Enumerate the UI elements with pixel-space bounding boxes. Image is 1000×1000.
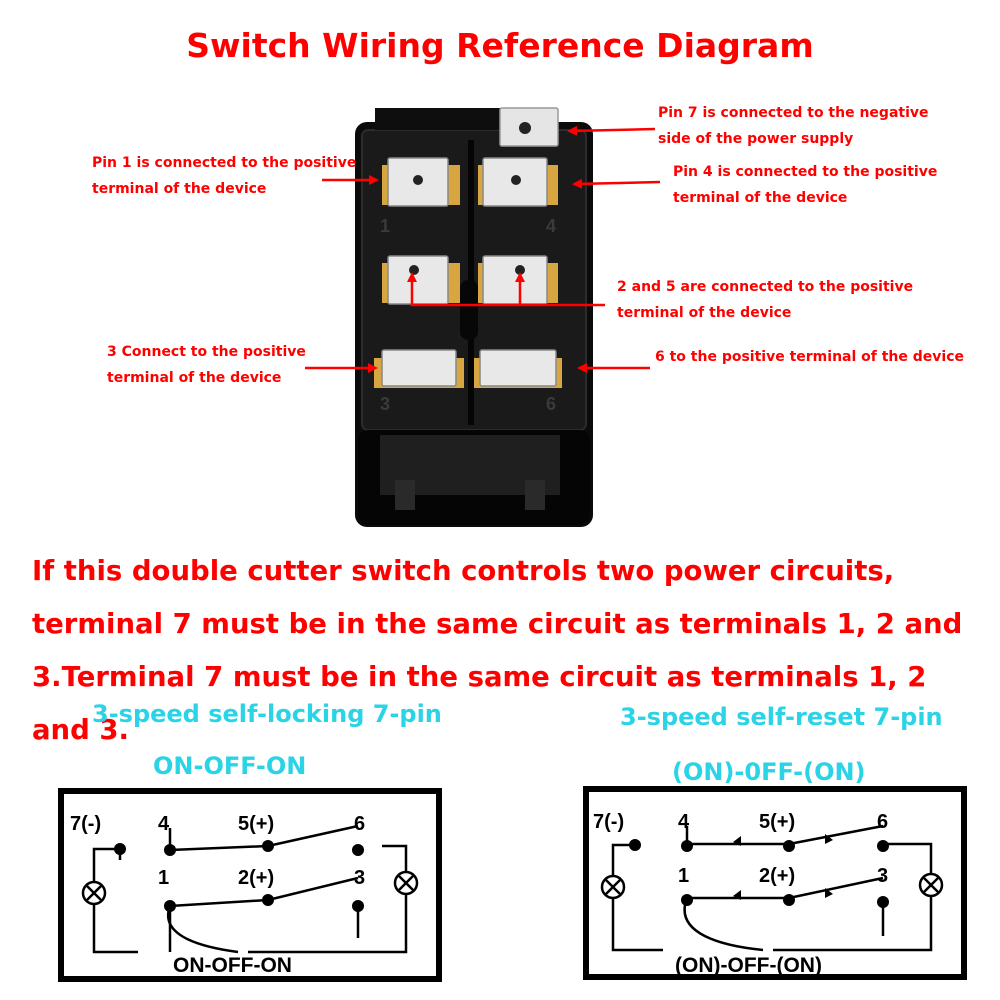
label-pin7: 7(-) [593, 811, 624, 833]
annotation-pin1: Pin 1 is connected to the positive termi… [92, 150, 356, 202]
label-pin6: 6 [354, 813, 365, 835]
molded-pin-number: 6 [546, 394, 556, 414]
label-pin4: 4 [678, 811, 690, 833]
annotation-pin4: Pin 4 is connected to the positive termi… [673, 159, 937, 211]
annotation-pin6: 6 to the positive terminal of the device [655, 349, 964, 365]
annotation-line: terminal of the device [107, 370, 282, 386]
rocker-switch-photo: 1 4 3 6 [355, 107, 593, 527]
label-pin2: 2(+) [759, 865, 795, 887]
annotation-line: 2 and 5 are connected to the positive [617, 279, 914, 295]
schematic-footer: ON-OFF-ON [173, 954, 292, 977]
wiring-note: If this double cutter switch controls tw… [32, 555, 963, 746]
label-pin3: 3 [354, 867, 365, 889]
label-pin4: 4 [158, 813, 170, 835]
molded-pin-number: 3 [380, 394, 390, 414]
annotation-line: Pin 1 is connected to the positive [92, 155, 357, 171]
right-diagram-heading: 3-speed self-reset 7-pin [620, 703, 943, 731]
annotation-arrows [305, 125, 661, 373]
label-pin2: 2(+) [238, 867, 274, 889]
annotation-pin7: Pin 7 is connected to the negative side … [658, 100, 929, 152]
annotation-line: Pin 4 is connected to the positive [673, 164, 938, 180]
terminal-6 [474, 349, 562, 388]
annotation-line: terminal of the device [92, 181, 267, 197]
annotation-line: terminal of the device [673, 190, 848, 206]
arrow-pin7 [567, 125, 656, 136]
label-pin5: 5(+) [759, 811, 795, 833]
schematic-footer: (ON)-OFF-(ON) [675, 954, 822, 977]
terminal-7 [499, 107, 559, 147]
diagram-title: Switch Wiring Reference Diagram [186, 26, 814, 65]
label-pin7: 7(-) [70, 813, 101, 835]
left-diagram-mode: ON-OFF-ON [153, 752, 307, 780]
molded-pin-number: 1 [380, 216, 390, 236]
right-schematic: 7(-) 4 5(+) 6 1 2(+) 3 (ON)-OFF-(ON) [583, 786, 967, 980]
terminal-4 [478, 157, 558, 207]
left-schematic: 7(-) 4 5(+) 6 1 2(+) 3 ON-OFF-ON [58, 788, 442, 982]
terminal-3 [374, 349, 464, 388]
right-diagram-mode: (ON)-0FF-(ON) [672, 758, 866, 786]
left-diagram-heading: 3-speed self-locking 7-pin [92, 700, 442, 728]
label-pin1: 1 [158, 867, 169, 889]
label-pin3: 3 [877, 865, 888, 887]
annotation-pin2-5: 2 and 5 are connected to the positive te… [617, 274, 913, 326]
label-pin6: 6 [877, 811, 888, 833]
arrow-pin2 [407, 272, 605, 307]
molded-pin-number: 4 [546, 216, 556, 236]
annotation-line: 3 Connect to the positive [107, 344, 306, 360]
annotation-line: Pin 7 is connected to the negative [658, 105, 929, 121]
annotation-line: side of the power supply [658, 131, 854, 147]
annotation-line: terminal of the device [617, 305, 792, 321]
terminal-1 [382, 157, 460, 207]
label-pin1: 1 [678, 865, 689, 887]
arrow-pin4 [572, 178, 661, 189]
annotation-pin3: 3 Connect to the positive terminal of th… [107, 339, 306, 391]
label-pin5: 5(+) [238, 813, 274, 835]
